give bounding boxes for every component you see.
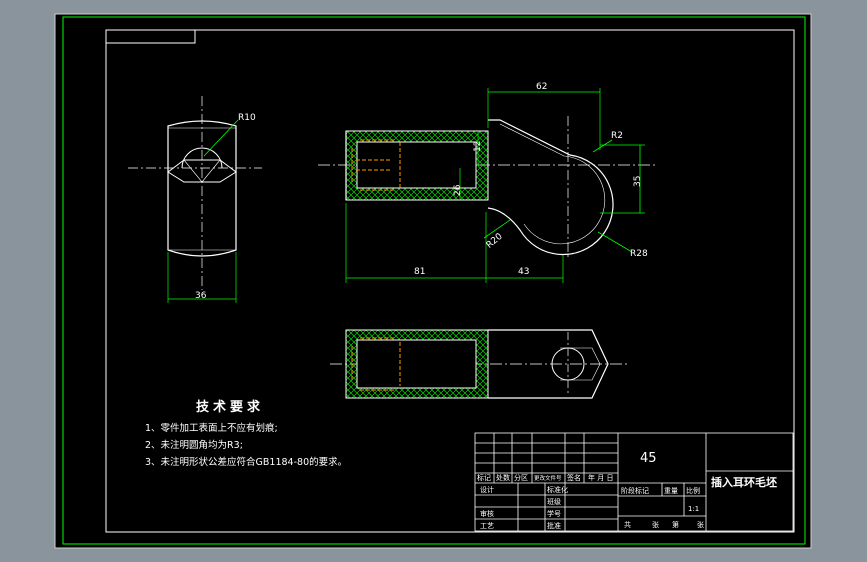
code-box xyxy=(105,29,196,44)
row-bili: 比例 xyxy=(686,487,700,495)
dim-43: 43 xyxy=(518,267,529,277)
row-biaozhunhua: 标准化 xyxy=(547,486,568,494)
row-gongyi: 工艺 xyxy=(480,522,494,530)
dim-26: 26 xyxy=(453,184,463,196)
row-xuehao: 学号 xyxy=(547,510,561,518)
dim-r28: R28 xyxy=(630,249,648,259)
tech-requirement-item: 1、零件加工表面上不应有划痕; xyxy=(145,423,278,434)
header-chushu: 处数 xyxy=(496,474,510,482)
title-block xyxy=(474,432,794,532)
sheet-background xyxy=(54,13,812,549)
row-jieduan: 阶段标记 xyxy=(621,487,649,495)
header-biaoji: 标记 xyxy=(477,474,491,482)
sheet-di: 第 xyxy=(672,521,679,529)
front-view xyxy=(318,88,655,283)
outer-frame xyxy=(62,16,806,545)
front-bore xyxy=(356,141,477,189)
inner-frame xyxy=(105,29,795,533)
dim-35: 35 xyxy=(633,176,643,187)
header-wenjian: 更改文件号 xyxy=(534,476,562,482)
part-name: 插入耳环毛坯 xyxy=(711,476,777,489)
dim-r10: R10 xyxy=(238,113,256,123)
header-riqi: 年 月 日 xyxy=(588,474,614,482)
row-pizhun: 批准 xyxy=(547,522,561,530)
sheet-gong: 共 xyxy=(624,521,631,529)
material-label: 45 xyxy=(640,451,657,466)
front-neck-outline xyxy=(487,119,614,256)
sheet-zhang2: 张 xyxy=(697,521,704,529)
dim-62: 62 xyxy=(536,82,547,92)
top-view xyxy=(330,329,630,399)
dim-81: 81 xyxy=(414,267,425,277)
tech-requirement-item: 2、未注明圆角均为R3; xyxy=(145,440,243,451)
top-eye-outline xyxy=(488,329,609,399)
side-view xyxy=(128,96,262,303)
sheet-zhang: 张 xyxy=(652,521,659,529)
row-zhongliang: 重量 xyxy=(664,487,678,495)
tech-requirement-item: 3、未注明形状公差应符合GB1184-80的要求。 xyxy=(145,457,348,468)
front-hidden-lines xyxy=(351,139,401,191)
header-qianming: 签名 xyxy=(567,474,581,482)
row-sheji: 设计 xyxy=(480,486,494,494)
r10-leader xyxy=(203,119,239,157)
scale-value: 1:1 xyxy=(688,505,700,513)
tech-requirements-title: 技术要求 xyxy=(196,400,265,415)
row-shenhe: 审核 xyxy=(480,510,494,518)
dim-36: 36 xyxy=(195,291,207,301)
row-banji: 班级 xyxy=(547,498,561,506)
dim-12: 12 xyxy=(473,141,483,152)
dim-r2: R2 xyxy=(611,131,623,141)
header-fenqu: 分区 xyxy=(514,474,528,482)
